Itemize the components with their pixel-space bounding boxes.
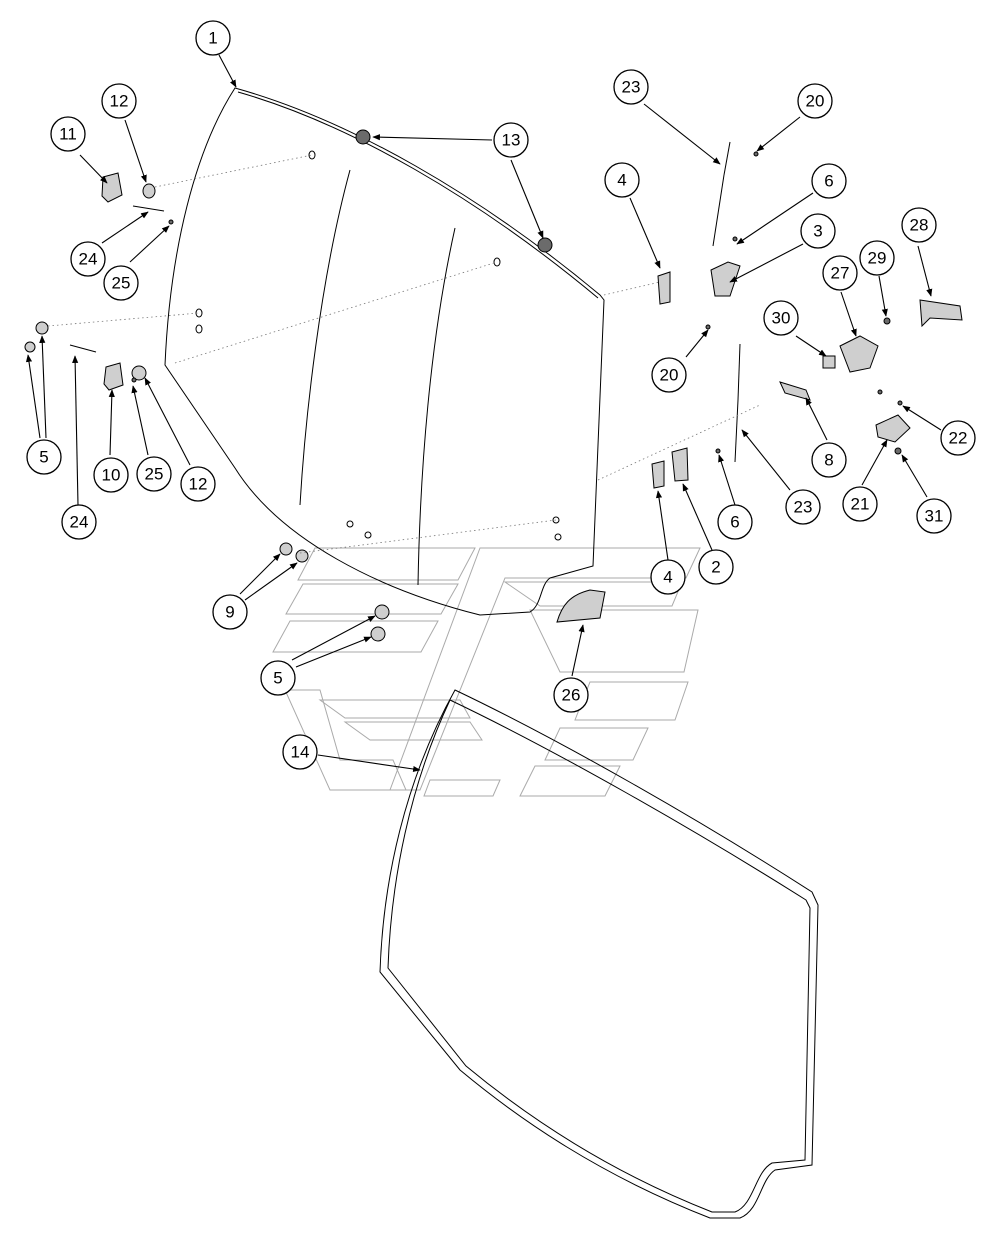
- gas-strut-upper: [657, 141, 759, 305]
- callout-24: 24: [70, 241, 106, 277]
- callout-3: 3: [800, 213, 836, 249]
- callout-4: 4: [604, 162, 640, 198]
- svg-text:26: 26: [562, 686, 581, 705]
- callout-10: 10: [93, 457, 129, 493]
- callout-23: 23: [613, 69, 649, 105]
- callout-28: 28: [901, 207, 937, 243]
- svg-text:28: 28: [910, 216, 929, 235]
- callout-1: 1: [195, 20, 231, 56]
- callout-13: 13: [493, 122, 529, 158]
- seal-trim-26: [556, 589, 606, 623]
- svg-text:9: 9: [225, 603, 234, 622]
- svg-text:20: 20: [660, 366, 679, 385]
- leader-lines: [25, 54, 942, 773]
- svg-text:24: 24: [79, 250, 98, 269]
- svg-text:6: 6: [730, 513, 739, 532]
- callout-14: 14: [282, 734, 318, 770]
- svg-text:14: 14: [291, 743, 310, 762]
- callout-9: 9: [212, 594, 248, 630]
- callout-25: 25: [136, 456, 172, 492]
- callout-22: 22: [940, 420, 976, 456]
- hinge-left-upper: [101, 172, 174, 225]
- svg-text:23: 23: [622, 78, 641, 97]
- svg-text:4: 4: [663, 568, 672, 587]
- svg-text:12: 12: [110, 92, 129, 111]
- svg-text:29: 29: [868, 249, 887, 268]
- callout-8: 8: [811, 442, 847, 478]
- svg-text:6: 6: [824, 172, 833, 191]
- callout-12: 12: [101, 83, 137, 119]
- svg-text:25: 25: [145, 465, 164, 484]
- hinge-left-lower: [24, 321, 147, 391]
- callout-6: 6: [811, 163, 847, 199]
- svg-text:5: 5: [39, 448, 48, 467]
- callout-31: 31: [916, 498, 952, 534]
- svg-text:4: 4: [617, 171, 626, 190]
- svg-text:12: 12: [189, 475, 208, 494]
- svg-text:13: 13: [502, 131, 521, 150]
- callout-4: 4: [650, 559, 686, 595]
- svg-text:27: 27: [831, 264, 850, 283]
- windshield-glass: [164, 87, 605, 616]
- svg-text:20: 20: [806, 92, 825, 111]
- svg-text:2: 2: [711, 558, 720, 577]
- svg-text:5: 5: [273, 669, 282, 688]
- callout-5: 5: [260, 660, 296, 696]
- svg-text:30: 30: [772, 309, 791, 328]
- callout-25: 25: [103, 265, 139, 301]
- grommets-9: [279, 542, 309, 563]
- manufacturer-logo-watermark: [272, 547, 701, 797]
- gas-strut-lower: [651, 324, 811, 489]
- svg-text:21: 21: [851, 495, 870, 514]
- svg-text:23: 23: [794, 498, 813, 517]
- svg-text:3: 3: [813, 222, 822, 241]
- callout-20: 20: [651, 357, 687, 393]
- callout-30: 30: [763, 300, 799, 336]
- latch-handle: [822, 299, 963, 455]
- svg-text:11: 11: [59, 125, 77, 144]
- svg-text:31: 31: [925, 507, 944, 526]
- grommets-13: [355, 129, 553, 253]
- lower-glass-with-seal: [379, 689, 819, 1219]
- callout-20: 20: [797, 83, 833, 119]
- callout-5: 5: [26, 439, 62, 475]
- callout-29: 29: [859, 240, 895, 276]
- callout-6: 6: [717, 504, 753, 540]
- svg-text:25: 25: [112, 274, 131, 293]
- callout-24: 24: [61, 504, 97, 540]
- callout-11: 11: [50, 116, 86, 152]
- assembly-lines: [47, 154, 761, 554]
- callout-26: 26: [553, 677, 589, 713]
- svg-text:22: 22: [949, 429, 968, 448]
- callout-2: 2: [698, 549, 734, 585]
- svg-text:24: 24: [70, 513, 89, 532]
- svg-text:10: 10: [102, 466, 121, 485]
- callout-21: 21: [842, 486, 878, 522]
- svg-text:1: 1: [208, 29, 217, 48]
- nuts-5: [370, 604, 390, 642]
- callout-27: 27: [822, 255, 858, 291]
- callout-12: 12: [180, 466, 216, 502]
- callout-23: 23: [785, 489, 821, 525]
- svg-text:8: 8: [824, 451, 833, 470]
- callout-bubbles: 1 11 12 13 24 25 5 10 25 12 24 9 5 14 26…: [26, 20, 976, 770]
